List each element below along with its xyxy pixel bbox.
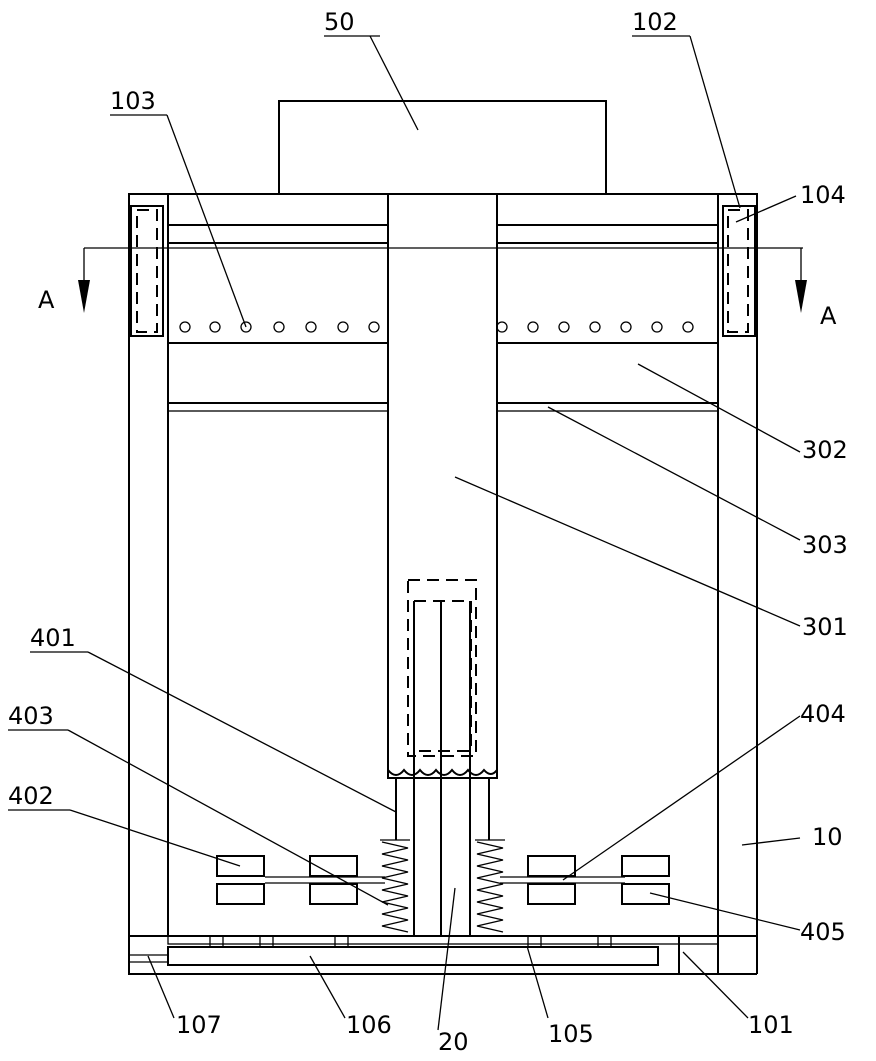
label-air-holes: 103 [110,87,156,115]
press-column [388,194,497,778]
air-holes [180,322,693,332]
label-base-rail: 107 [176,1011,222,1039]
label-top-plate: 302 [802,436,848,464]
labels: 50 102 103 104 A A 302 303 301 401 403 4… [8,8,848,1056]
label-drawer: 106 [346,1011,392,1039]
connecting-rod [265,877,625,883]
top-plate [168,343,718,403]
label-cover-unit: 50 [324,8,355,36]
label-container-wall: 10 [812,823,843,851]
label-connecting-rod: 404 [800,700,846,728]
spring [380,840,505,936]
label-spring-sleeve: 401 [30,624,76,652]
label-weight-block: 402 [8,782,54,810]
container-wall [129,194,757,936]
label-section-left: A [38,286,55,314]
label-spring: 403 [8,702,54,730]
label-section-right: A [820,302,837,330]
label-retaining-part: 102 [632,8,678,36]
label-outer-block: 405 [800,918,846,946]
label-rod-part: 104 [800,181,846,209]
label-center-shaft: 20 [438,1028,469,1056]
label-bottom-plate: 105 [548,1020,594,1048]
label-support-step: 101 [748,1011,794,1039]
weight-block [217,856,669,904]
cover-unit [279,101,606,194]
section-line [78,248,807,313]
mesh-layer [168,403,718,411]
label-press-column: 301 [802,613,848,641]
label-mesh-layer: 303 [802,531,848,559]
